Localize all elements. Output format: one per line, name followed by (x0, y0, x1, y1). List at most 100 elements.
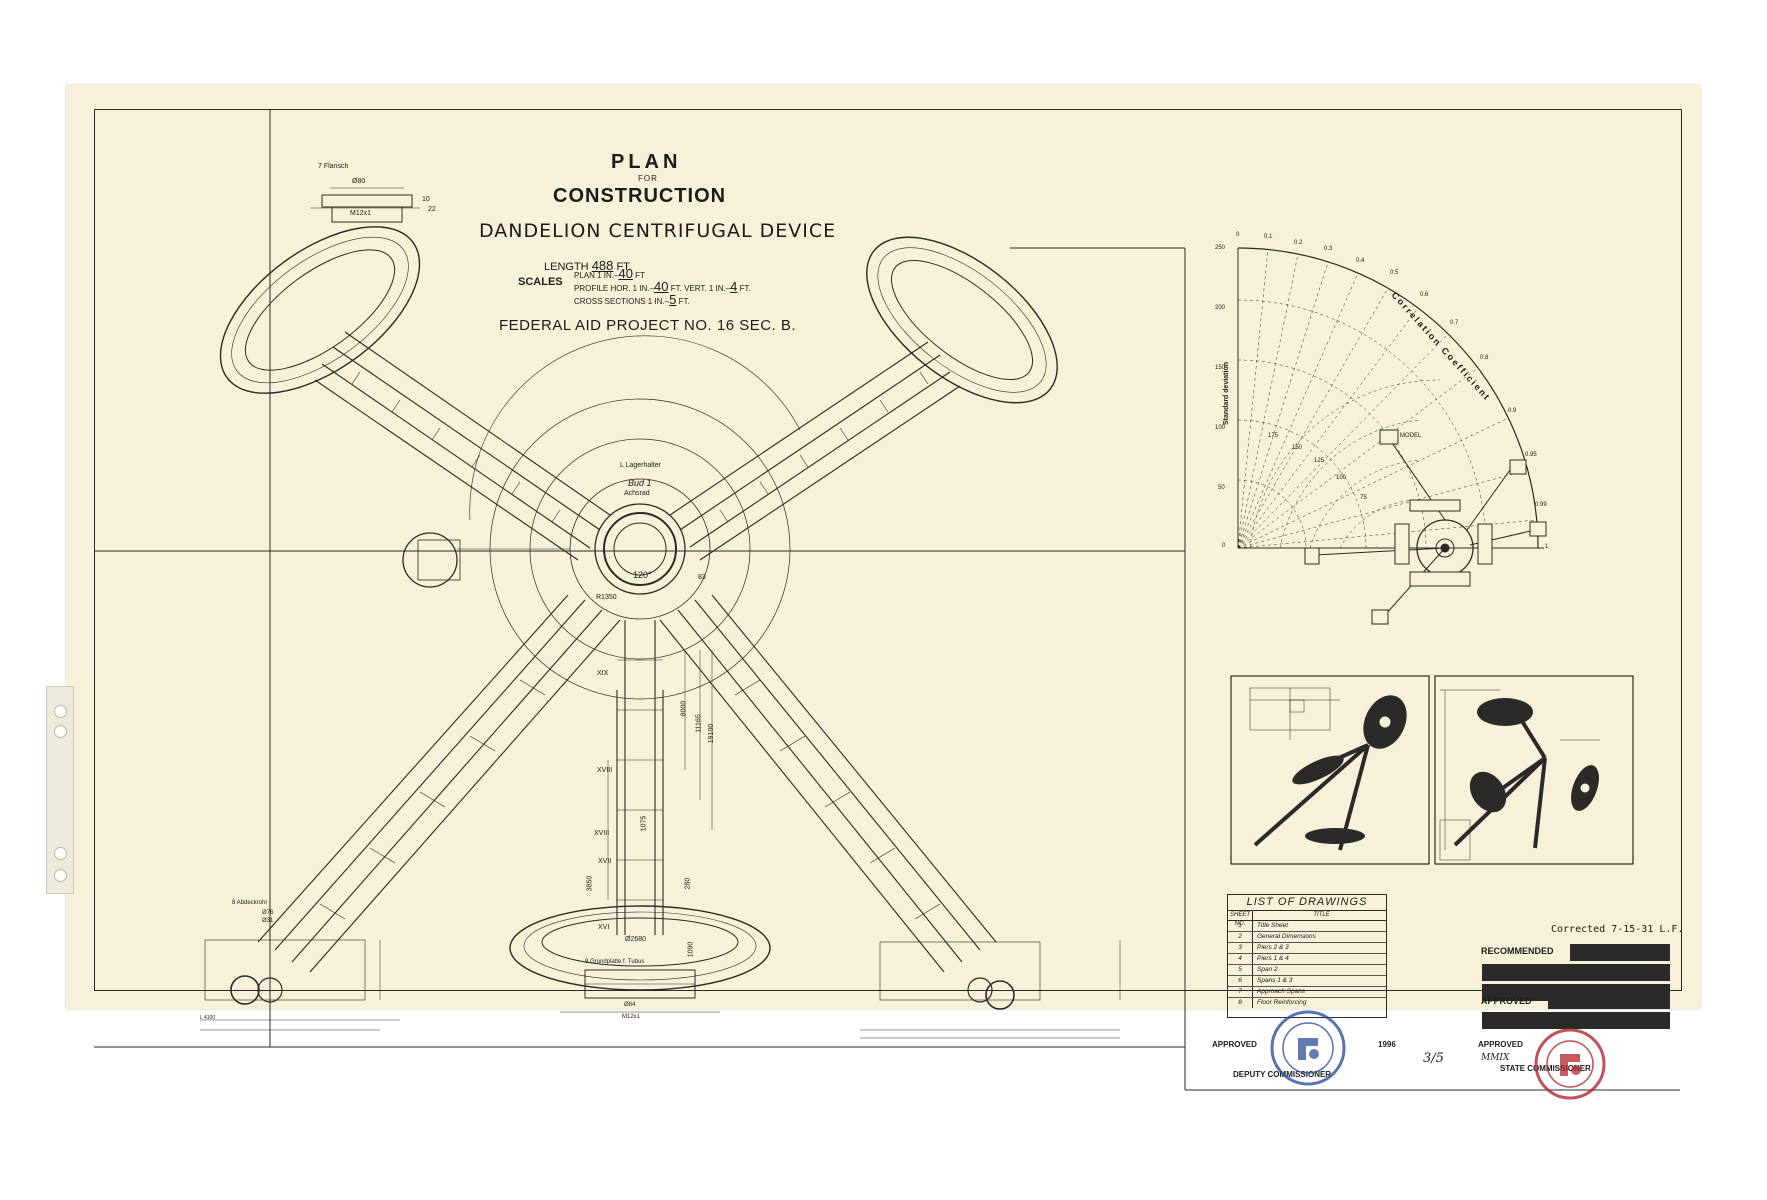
scale-plan-value: 40 (618, 266, 633, 281)
row-title: Floor Reinforcing (1257, 999, 1307, 1006)
redaction-bar (1570, 944, 1670, 961)
y-tick-0: 0 (1222, 543, 1226, 549)
handwritten-sheet-number: 3/5 (1423, 1051, 1444, 1066)
y-tick-200: 200 (1215, 305, 1226, 311)
row-no: 8 (1228, 998, 1253, 1008)
top-tick-1: 0.1 (1264, 234, 1273, 240)
rmsd-label-125: 125 (1314, 458, 1325, 464)
length-label: LENGTH (544, 261, 589, 273)
top-tick-0: 0 (1236, 232, 1240, 238)
title-for: FOR (638, 174, 658, 183)
list-row: 4 Piers 1 & 4 (1228, 954, 1386, 965)
scale-plan-unit: FT (635, 271, 645, 280)
binder-hole (54, 869, 67, 882)
arc-tick-099: 0.99 (1535, 502, 1547, 508)
row-title: Piers 1 & 4 (1257, 955, 1289, 962)
lagerhalter-label: L Lagerhalter (620, 462, 661, 469)
federal-project: FEDERAL AID PROJECT NO. 16 SEC. B. (499, 317, 797, 334)
arc-tick-09: 0.9 (1508, 408, 1517, 414)
title-construction: CONSTRUCTION (553, 185, 727, 207)
arc-tick-06: 0.6 (1420, 292, 1429, 298)
arc-tick-08: 0.8 (1480, 355, 1489, 361)
rmsd-label-75: 75 (1360, 495, 1367, 501)
c-num-label: 83 (698, 574, 706, 581)
rmsd-label-150: 150 (1292, 445, 1303, 451)
grundplatte-dim: Ø84 (624, 1002, 636, 1008)
list-row: 5 Span 2 (1228, 965, 1386, 976)
scales-label: SCALES (518, 276, 563, 288)
redaction-bar (1482, 964, 1670, 981)
y-tick-250: 250 (1215, 245, 1226, 251)
top-tick-3: 0.3 (1324, 246, 1333, 252)
handwritten-roman: MMIX (1481, 1053, 1510, 1063)
binder-hole (54, 847, 67, 860)
row-no: 4 (1228, 954, 1253, 964)
length-unit: FT. (616, 261, 632, 273)
scale-cross-line: CROSS SECTIONS 1 IN.–5 FT. (574, 292, 751, 307)
approval-year: 1996 (1378, 1040, 1396, 1049)
radius-label: R1350 (596, 594, 617, 601)
row-no: 2 (1228, 932, 1253, 942)
drawing-frame (94, 109, 1682, 991)
row-title: Title Sheet (1257, 922, 1289, 929)
binder-hole (54, 705, 67, 718)
grundplatte-label: 9 Grundplatte f. Tubus (585, 959, 645, 965)
y-tick-100: 100 (1215, 425, 1226, 431)
dim-2680: Ø2680 (625, 936, 647, 943)
row-title: Span 2 (1257, 966, 1278, 973)
list-row: 8 Floor Reinforcing (1228, 998, 1386, 1008)
approved-left-label: APPROVED (1212, 1040, 1257, 1049)
arc-tick-095: 0.95 (1525, 452, 1537, 458)
scale-profile-unit: FT. (739, 284, 751, 293)
bud-label: Bud 1 (628, 478, 652, 488)
scale-plan-line: PLAN 1 IN.–40 FT (574, 266, 751, 281)
approved-right-label: APPROVED (1478, 1040, 1523, 1049)
scale-cross-label: CROSS SECTIONS 1 IN.– (574, 297, 670, 306)
blue-seal-stamp (1270, 1010, 1346, 1086)
flansch-label: 7 Flansch (318, 163, 349, 170)
row-no: 7 (1228, 987, 1253, 997)
title-plan: PLAN (611, 151, 682, 173)
row-no: 3 (1228, 943, 1253, 953)
drawing-list-header: SHEET NO. TITLE (1228, 911, 1386, 927)
roman-xviii-b: XVIII (594, 830, 610, 837)
roman-xvii: XVII (598, 858, 612, 865)
redaction-bar (1548, 992, 1670, 1009)
model-label: MODEL (1400, 433, 1422, 439)
row-no: 6 (1228, 976, 1253, 986)
rmsd-label-175: 175 (1268, 433, 1279, 439)
length-line: LENGTH 488 FT. (544, 258, 632, 273)
abdeck-label: 8 Abdeckrohr (232, 900, 268, 906)
drawing-list-title: LIST OF DRAWINGS (1228, 895, 1386, 911)
col-sheet-no: SHEET NO. (1228, 911, 1253, 927)
arc-tick-05: 0.5 (1390, 270, 1399, 276)
row-title: General Dimensions (1257, 933, 1316, 940)
y-tick-50: 50 (1218, 485, 1225, 491)
binder-hole (54, 725, 67, 738)
col-title: TITLE (1313, 912, 1330, 918)
approved-top-label: APPROVED (1481, 996, 1532, 1006)
flansch-thread: M12x1 (350, 210, 372, 217)
scale-plan-label: PLAN 1 IN.– (574, 271, 619, 280)
angle-label: 120° (633, 570, 652, 580)
scale-cross-value: 5 (669, 292, 677, 307)
y-tick-150: 150 (1215, 365, 1226, 371)
device-name: DANDELION CENTRIFUGAL DEVICE (479, 220, 837, 242)
top-tick-4: 0.4 (1356, 258, 1365, 264)
list-row: 7 Approach Spans (1228, 987, 1386, 998)
left-dim-label: L 4100 (200, 1015, 216, 1021)
row-title: Approach Spans (1257, 988, 1306, 995)
state-commissioner: STATE COMMISSIONER (1500, 1064, 1591, 1073)
scale-profile-label: PROFILE HOR. 1 IN.– (574, 284, 655, 293)
abdeck-dim-2: Ø31 (262, 918, 274, 924)
recommended-label: RECOMMENDED (1481, 946, 1554, 956)
list-row: 2 General Dimensions (1228, 932, 1386, 943)
row-no: 5 (1228, 965, 1253, 975)
scale-profile-mid: FT. VERT. 1 IN.– (670, 284, 731, 293)
arc-tick-07: 0.7 (1450, 320, 1459, 326)
